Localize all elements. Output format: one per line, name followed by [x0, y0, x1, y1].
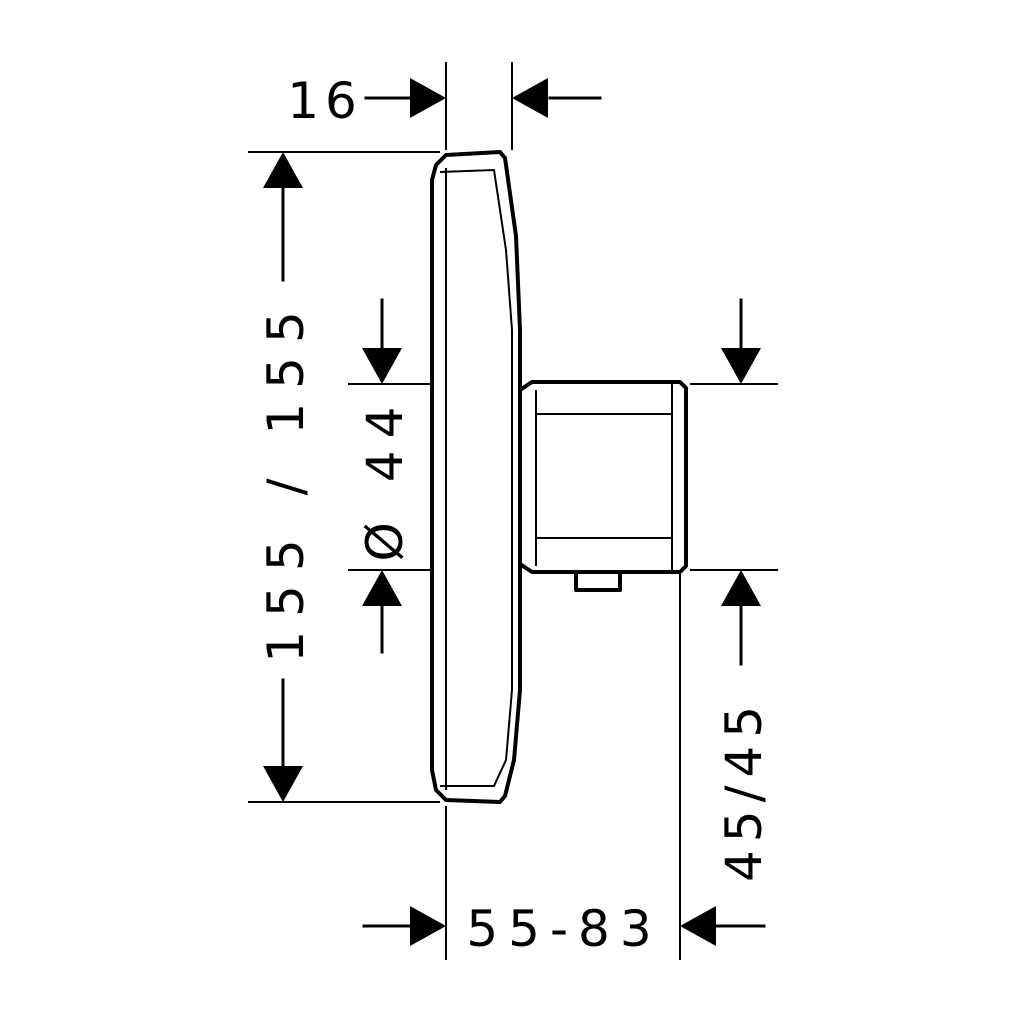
dimension-depth-range-label: 55-83 [466, 900, 661, 958]
dimension-height-label: 155 / 155 [257, 297, 315, 663]
dimension-depth-top-label: 16 [287, 72, 363, 130]
extension-lines [248, 62, 778, 960]
dimension-depth-top: 16 [287, 72, 602, 130]
dimension-offset-label: 45/45 [715, 698, 773, 882]
cover-plate [430, 150, 522, 804]
dimension-offset: 45/45 [715, 298, 773, 882]
dimension-diameter: Ø 44 [356, 298, 414, 654]
dimension-height: 155 / 155 [257, 152, 315, 802]
dimension-depth-range: 55-83 [362, 900, 766, 958]
thermostat-handle [518, 380, 688, 592]
dimension-diameter-label: Ø 44 [356, 395, 414, 562]
